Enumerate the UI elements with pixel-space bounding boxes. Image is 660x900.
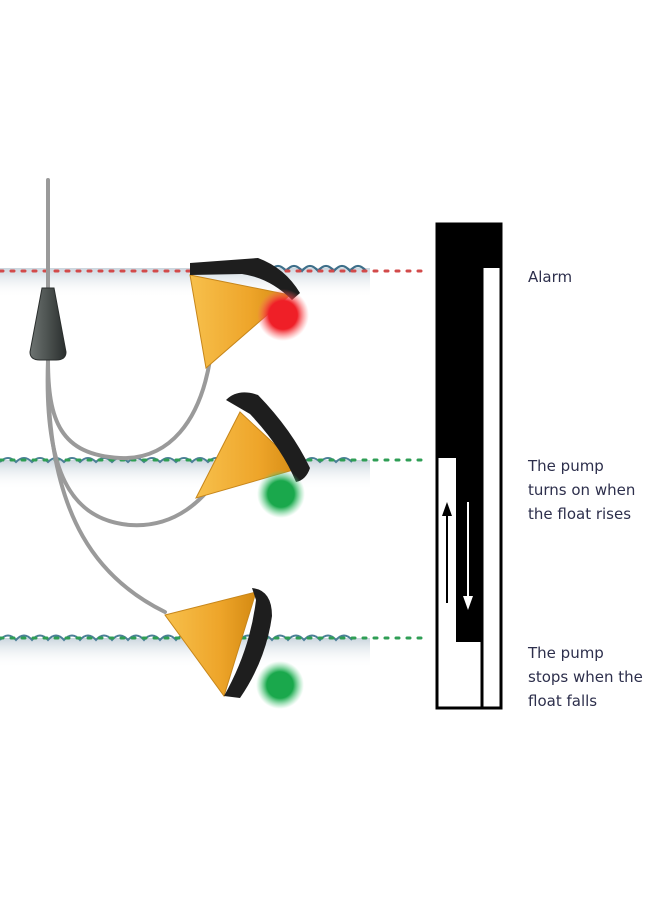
alarm-label: Alarm	[528, 268, 573, 286]
pump-off-label-line: The pump	[528, 644, 604, 662]
pump-off-label-line: float falls	[528, 692, 598, 710]
pump-on-label-line: The pump	[528, 457, 604, 475]
pump-off-indicator-light	[256, 661, 304, 709]
alarm-float	[189, 258, 309, 369]
alarm-indicator-light	[257, 289, 309, 341]
float-cables	[45, 178, 224, 614]
pump-on-label-line: turns on when	[528, 481, 636, 499]
pump-off-label: The pump stops when the float falls	[528, 641, 643, 713]
pump-on-float	[195, 392, 310, 518]
water-surface-pump-off	[0, 634, 370, 668]
pump-on-label-line: the float rises	[528, 505, 632, 523]
level-schematic	[435, 222, 503, 710]
pump-on-label: The pump turns on when the float rises	[528, 454, 635, 526]
pump-on-indicator-light	[257, 470, 305, 518]
fall-arrow	[463, 502, 473, 610]
cable-weight	[29, 287, 67, 361]
pump-off-float	[164, 588, 304, 709]
rise-arrow	[442, 502, 452, 603]
pump-off-label-line: stops when the	[528, 668, 643, 686]
